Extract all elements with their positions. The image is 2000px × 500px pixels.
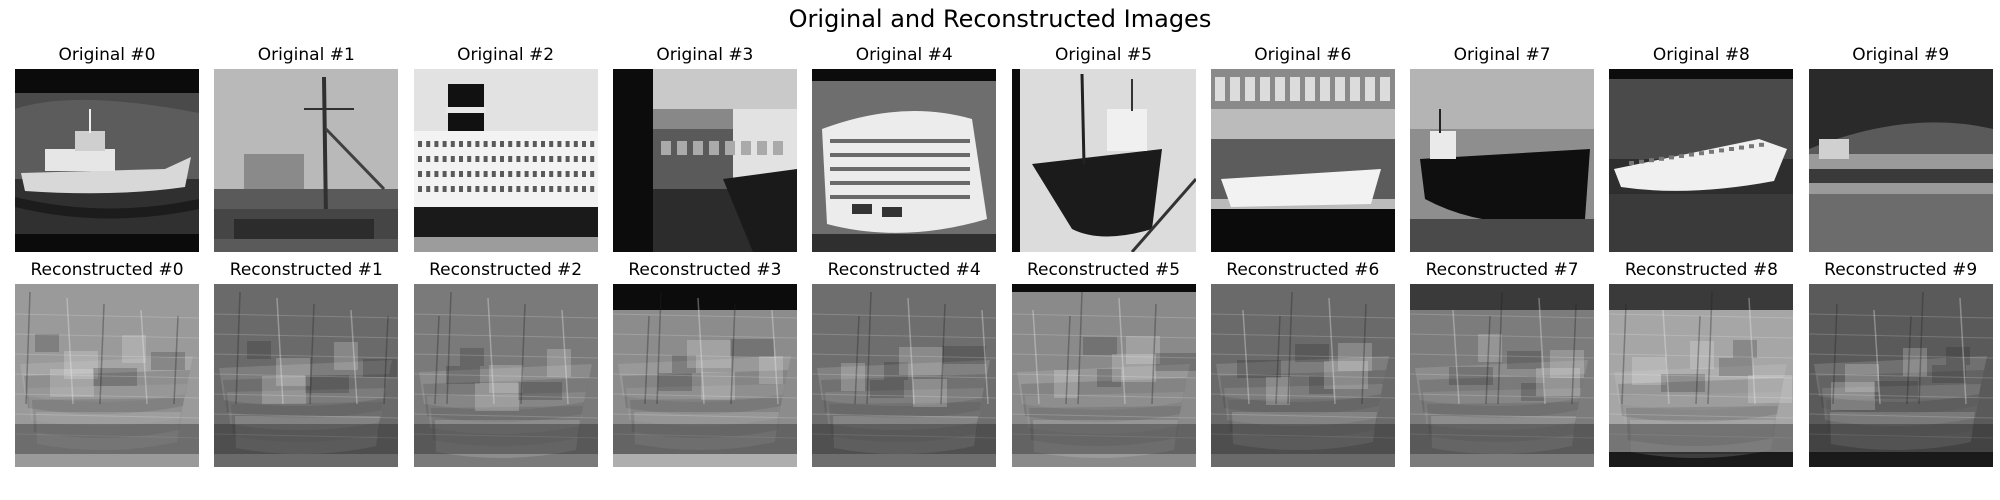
original-ship-image <box>1609 69 1794 252</box>
reconstructed-panel-7: Reconstructed #7 <box>1410 259 1595 467</box>
reconstructed-panel-9: Reconstructed #9 <box>1808 259 1993 467</box>
original-ship-image <box>1808 69 1993 252</box>
reconstructed-ship-image <box>1609 284 1794 467</box>
original-ship-image <box>1011 69 1196 252</box>
reconstructed-ship-image <box>1011 284 1196 467</box>
panel-title: Reconstructed #8 <box>1624 260 1778 280</box>
panel-title: Reconstructed #0 <box>30 260 184 280</box>
original-panel-8: Original #8 <box>1609 44 1794 252</box>
panel-title: Original #3 <box>656 45 754 65</box>
reconstructed-panel-5: Reconstructed #5 <box>1011 259 1196 467</box>
reconstructed-panel-4: Reconstructed #4 <box>812 259 997 467</box>
reconstructed-panel-0: Reconstructed #0 <box>15 259 199 467</box>
original-ship-image <box>612 69 797 252</box>
panel-title: Reconstructed #5 <box>1026 260 1181 280</box>
original-panel-3: Original #3 <box>612 44 797 252</box>
original-panel-4: Original #4 <box>812 44 997 252</box>
reconstructed-ship-image <box>214 284 399 467</box>
panel-title: Original #5 <box>1055 45 1152 65</box>
reconstructed-panel-8: Reconstructed #8 <box>1609 259 1794 467</box>
reconstructed-ship-image <box>612 284 797 467</box>
panel-title: Original #8 <box>1652 45 1750 65</box>
original-panel-0: Original #0 <box>15 44 199 252</box>
originals-row: Original #0 Original #1 Original #2 Origina… <box>15 44 1993 252</box>
reconstructed-ship-image <box>812 284 997 467</box>
reconstructed-ship-image <box>1210 284 1395 467</box>
panel-title: Reconstructed #9 <box>1824 260 1978 280</box>
reconstructed-ship-image <box>413 284 598 467</box>
original-panel-6: Original #6 <box>1210 44 1395 252</box>
reconstructed-panel-3: Reconstructed #3 <box>612 259 797 467</box>
panel-title: Original #4 <box>855 45 953 65</box>
original-ship-image <box>1410 69 1595 252</box>
reconstructed-panel-2: Reconstructed #2 <box>413 259 598 467</box>
original-panel-1: Original #1 <box>214 44 399 252</box>
panel-title: Reconstructed #7 <box>1425 260 1579 280</box>
panel-title: Reconstructed #4 <box>827 260 981 280</box>
panel-title: Reconstructed #1 <box>229 260 383 280</box>
reconstructed-ship-image <box>15 284 199 467</box>
panel-title: Reconstructed #6 <box>1226 260 1380 280</box>
original-panel-5: Original #5 <box>1011 44 1196 252</box>
panel-title: Reconstructed #3 <box>628 260 782 280</box>
reconstructions-row: Reconstructed #0 Reconstructed #1 Reconstr… <box>15 259 1993 467</box>
reconstructed-panel-1: Reconstructed #1 <box>214 259 399 467</box>
reconstructed-ship-image <box>1808 284 1993 467</box>
original-ship-image <box>812 69 997 252</box>
panel-title: Original #9 <box>1852 45 1950 65</box>
reconstructed-panel-6: Reconstructed #6 <box>1210 259 1395 467</box>
panel-title: Original #2 <box>457 45 555 65</box>
original-ship-image <box>214 69 399 252</box>
original-panel-7: Original #7 <box>1410 44 1595 252</box>
panel-title: Reconstructed #2 <box>429 260 583 280</box>
panel-title: Original #7 <box>1453 45 1551 65</box>
original-panel-2: Original #2 <box>413 44 598 252</box>
figure-title: Original and Reconstructed Images <box>788 5 1212 33</box>
original-ship-image <box>413 69 598 252</box>
panel-title: Original #6 <box>1254 45 1352 65</box>
original-panel-9: Original #9 <box>1808 44 1993 252</box>
panel-title: Original #1 <box>257 45 355 65</box>
original-ship-image <box>1210 69 1395 252</box>
reconstructed-ship-image <box>1410 284 1595 467</box>
panel-title: Original #0 <box>58 45 156 65</box>
original-ship-image <box>15 69 199 252</box>
